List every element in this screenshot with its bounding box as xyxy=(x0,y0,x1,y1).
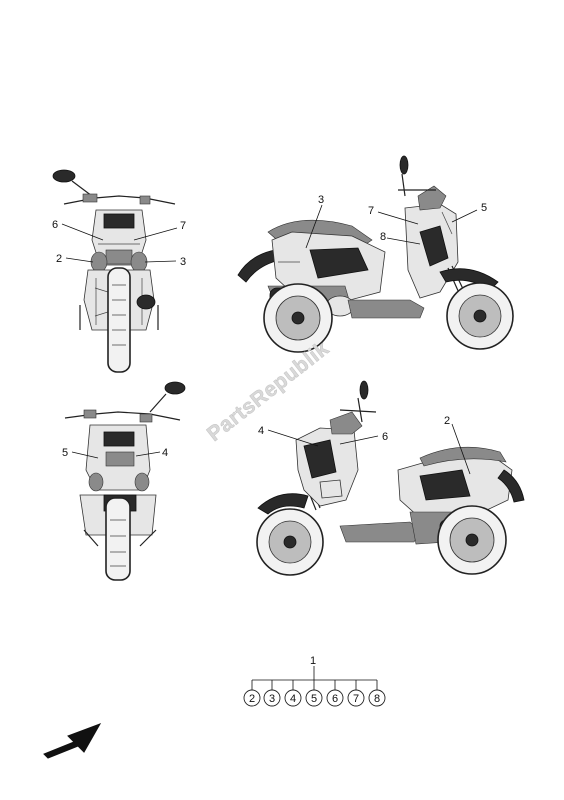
front-callout-7: 7 xyxy=(180,220,186,232)
right-callout-8: 8 xyxy=(380,231,386,243)
front-view-scooter xyxy=(52,169,178,373)
rear-callout-5: 5 xyxy=(62,447,68,459)
right-floorboard xyxy=(347,299,425,319)
legend-parent-1: 1 xyxy=(310,655,316,667)
legend-item: 6 xyxy=(332,693,338,705)
left-callout-4: 4 xyxy=(258,425,264,437)
legend-item: 2 xyxy=(249,693,255,705)
left-floorboard xyxy=(339,521,421,543)
legend-item: 3 xyxy=(269,693,275,705)
front-left-mirror xyxy=(52,169,76,183)
right-side-view-scooter xyxy=(237,155,514,353)
left-seat xyxy=(419,446,507,467)
left-mirror xyxy=(359,380,369,400)
right-callout-3: 3 xyxy=(318,194,324,206)
legend-item: 8 xyxy=(374,693,380,705)
front-wheel xyxy=(107,267,131,373)
rear-mirror xyxy=(164,381,186,395)
rear-callout-4: 4 xyxy=(162,447,168,459)
right-mirror xyxy=(399,155,409,175)
legend-item: 7 xyxy=(353,693,359,705)
parts-legend xyxy=(243,666,386,707)
front-handlebar xyxy=(63,195,176,205)
front-callout-3: 3 xyxy=(180,256,186,268)
front-callout-2: 2 xyxy=(56,253,62,265)
watermark: PartsRepublik xyxy=(203,337,334,446)
left-callout-6: 6 xyxy=(382,431,388,443)
rear-handlebar xyxy=(64,411,181,421)
front-callout-6: 6 xyxy=(52,219,58,231)
right-callout-7: 7 xyxy=(368,205,374,217)
left-side-view-scooter xyxy=(256,380,525,576)
legend-item: 5 xyxy=(311,693,317,705)
rear-wheel xyxy=(105,497,131,581)
left-callout-2: 2 xyxy=(444,415,450,427)
rear-view-scooter xyxy=(64,381,186,581)
legend-item: 4 xyxy=(290,693,296,705)
right-callout-5: 5 xyxy=(481,202,487,214)
front-direction-arrow-icon xyxy=(43,723,102,759)
